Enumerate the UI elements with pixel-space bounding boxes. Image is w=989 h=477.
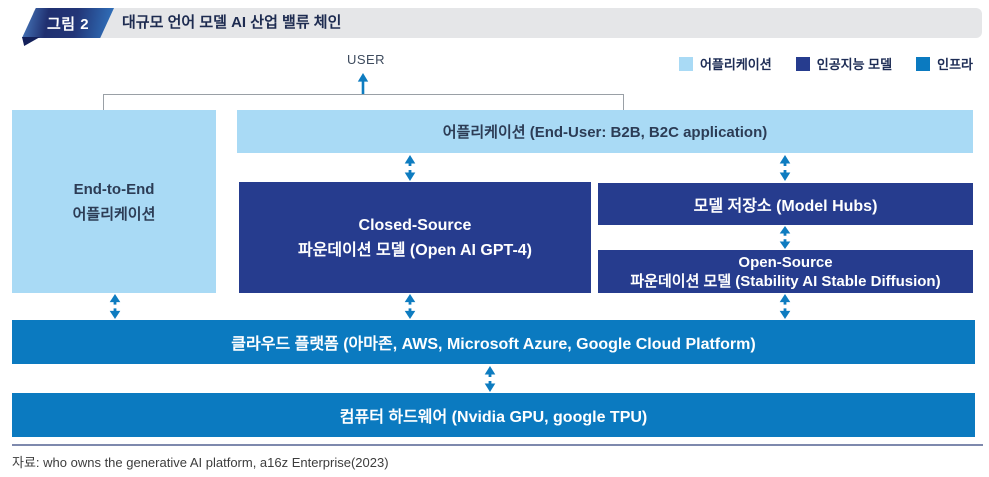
legend-item-ai-model: 인공지능 모델 xyxy=(795,54,893,73)
figure-header-bar xyxy=(33,8,982,38)
connector-line-right xyxy=(623,94,624,110)
figure-badge-label: 그림 2 xyxy=(46,15,90,33)
double-arrow-app-closed-icon xyxy=(404,155,416,181)
box-open-source-line2: 파운데이션 모델 (Stability AI Stable Diffusion) xyxy=(630,272,941,290)
source-text: 자료: who owns the generative AI platform,… xyxy=(12,455,389,470)
box-cloud-platform-label: 클라우드 플랫폼 (아마존, AWS, Microsoft Azure, Goo… xyxy=(231,336,756,353)
user-label: USER xyxy=(346,52,386,67)
box-computer-hardware-label: 컴퓨터 하드웨어 (Nvidia GPU, google TPU) xyxy=(339,409,648,426)
connector-line-left xyxy=(103,94,104,110)
legend-swatch-infra xyxy=(916,56,931,71)
footer-divider xyxy=(12,444,983,446)
box-computer-hardware: 컴퓨터 하드웨어 (Nvidia GPU, google TPU) xyxy=(12,393,975,437)
connector-line-horizontal xyxy=(103,94,624,95)
box-closed-source-model: Closed-Source 파운데이션 모델 (Open AI GPT-4) xyxy=(239,182,591,293)
box-cloud-platform: 클라우드 플랫폼 (아마존, AWS, Microsoft Azure, Goo… xyxy=(12,320,975,364)
legend: 어플리케이션 인공지능 모델 인프라 xyxy=(678,54,973,73)
legend-item-infra: 인프라 xyxy=(916,54,973,73)
double-arrow-e2e-cloud-icon xyxy=(109,294,121,319)
legend-label-application: 어플리케이션 xyxy=(699,57,772,72)
figure-badge: 그림 2 xyxy=(22,8,114,38)
double-arrow-app-hubs-icon xyxy=(779,155,791,181)
legend-item-application: 어플리케이션 xyxy=(678,54,772,73)
legend-label-ai-model: 인공지능 모델 xyxy=(816,57,893,72)
box-end-to-end-line1: End-to-End xyxy=(73,180,155,198)
box-end-to-end-application: End-to-End 어플리케이션 xyxy=(12,110,216,293)
box-closed-source-line1: Closed-Source xyxy=(358,216,472,234)
double-arrow-cloud-hardware-icon xyxy=(484,366,496,392)
box-application-label: 어플리케이션 (End-User: B2B, B2C application) xyxy=(442,124,768,141)
box-end-to-end-line2: 어플리케이션 xyxy=(72,205,156,223)
double-arrow-hubs-open-icon xyxy=(779,226,791,249)
box-application: 어플리케이션 (End-User: B2B, B2C application) xyxy=(237,110,973,153)
figure-title: 대규모 언어 모델 AI 산업 밸류 체인 xyxy=(122,14,342,31)
box-model-hubs-label: 모델 저장소 (Model Hubs) xyxy=(693,198,878,215)
double-arrow-open-cloud-icon xyxy=(779,294,791,319)
box-open-source-model: Open-Source 파운데이션 모델 (Stability AI Stabl… xyxy=(598,250,973,293)
legend-swatch-application xyxy=(678,56,693,71)
box-open-source-line1: Open-Source xyxy=(738,253,833,271)
legend-label-infra: 인프라 xyxy=(937,57,973,72)
box-closed-source-line2: 파운데이션 모델 (Open AI GPT-4) xyxy=(297,241,532,259)
arrow-up-icon xyxy=(357,73,369,94)
double-arrow-closed-cloud-icon xyxy=(404,294,416,319)
legend-swatch-ai-model xyxy=(795,56,810,71)
figure-badge-fold xyxy=(22,37,40,46)
box-model-hubs: 모델 저장소 (Model Hubs) xyxy=(598,183,973,225)
